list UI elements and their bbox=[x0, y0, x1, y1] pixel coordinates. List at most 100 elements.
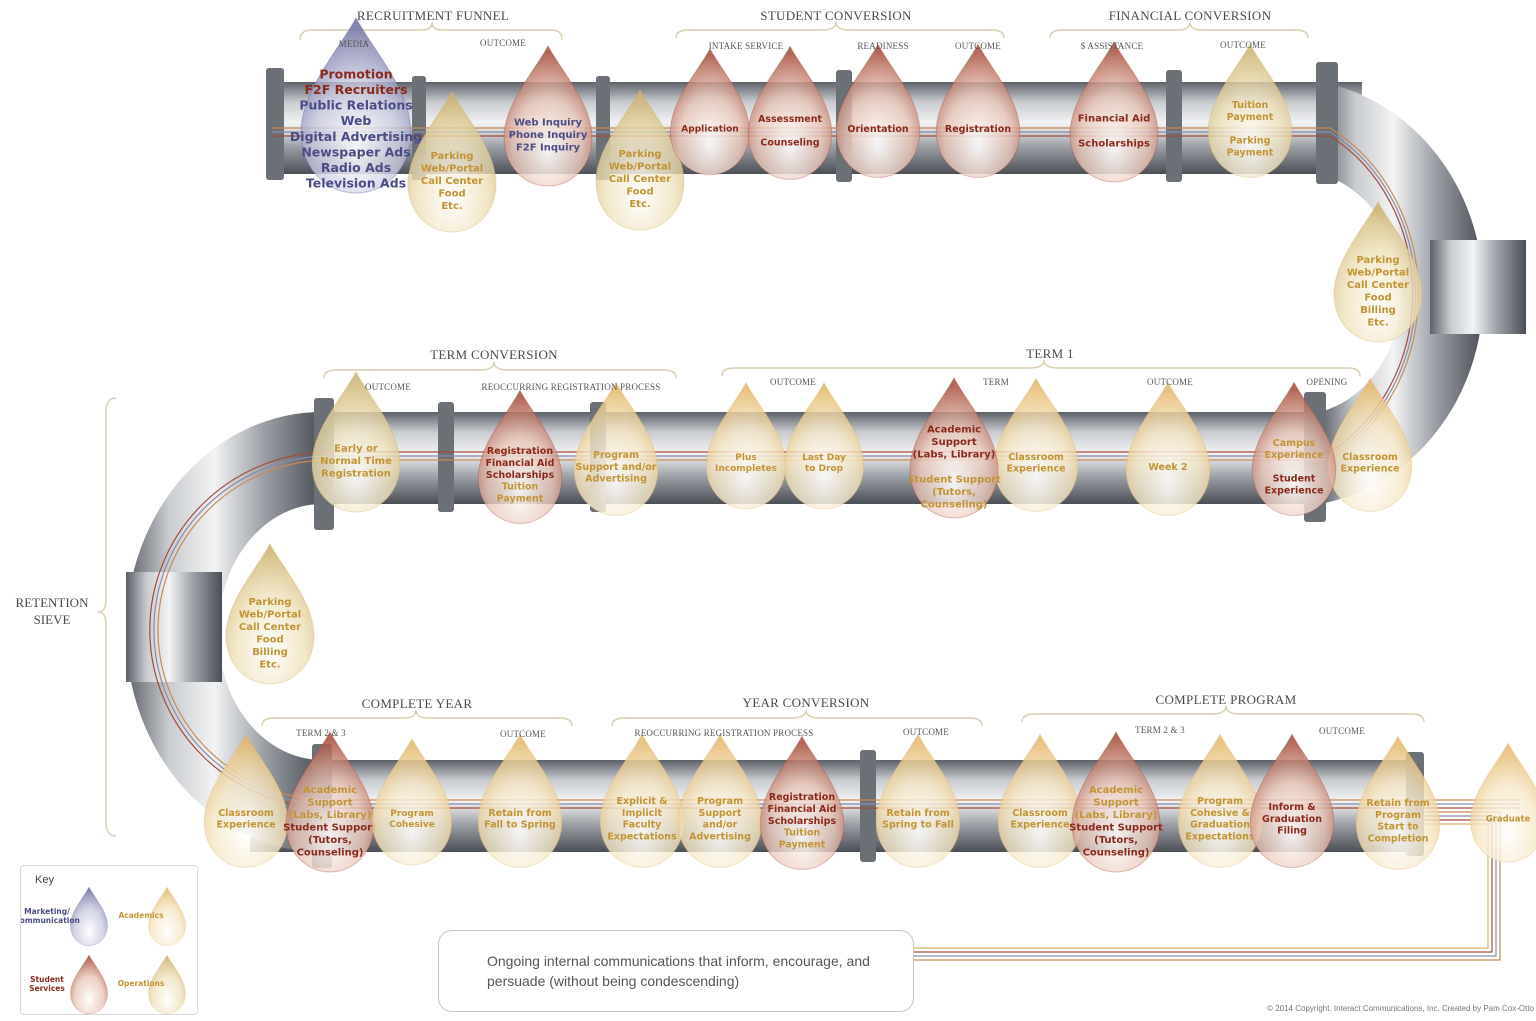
drop-label: Registration bbox=[321, 469, 391, 480]
section-complete-program: COMPLETE PROGRAM bbox=[1155, 692, 1297, 707]
drop-shape bbox=[1071, 730, 1161, 873]
drop-label: Graduation bbox=[1190, 820, 1250, 831]
drop-shape bbox=[1177, 733, 1263, 868]
drop-shape bbox=[759, 735, 845, 870]
drop-label: Program bbox=[390, 809, 434, 819]
label-intake-service: INTAKE SERVICE bbox=[708, 41, 784, 51]
drop-label: Billing bbox=[252, 647, 288, 658]
legend-drop-operations bbox=[148, 954, 186, 1014]
copyright: © 2014 Copyright. Interact Communication… bbox=[1267, 1004, 1534, 1013]
drop-label: Support and/or bbox=[576, 462, 657, 473]
drop-label: Normal Time bbox=[320, 456, 392, 467]
drop-label: Campus bbox=[1273, 438, 1316, 449]
drop-application: Application bbox=[669, 47, 751, 176]
drop-label: Graduation bbox=[1262, 814, 1322, 825]
drop-label: Public Relations bbox=[299, 98, 412, 113]
drop-label: Television Ads bbox=[306, 176, 406, 191]
section-year-conversion: YEAR CONVERSION bbox=[742, 695, 870, 710]
legend-label: Services bbox=[29, 984, 65, 993]
drop-label: Program bbox=[1375, 810, 1421, 821]
drop-label: Inform & bbox=[1268, 802, 1315, 813]
label-s-assistance: $ ASSISTANCE bbox=[1080, 41, 1144, 51]
drop-label: Program bbox=[593, 450, 639, 461]
drop-label: Classroom bbox=[1012, 808, 1068, 819]
drop-label: Program bbox=[1197, 796, 1243, 807]
drop-shape bbox=[1249, 733, 1335, 868]
drop-label: (Tutors, bbox=[1094, 835, 1138, 846]
drop-label: Registration bbox=[769, 792, 835, 803]
section-term-1: TERM 1 bbox=[1026, 346, 1074, 361]
drop-shape bbox=[997, 733, 1083, 868]
drop-label: Academic bbox=[1089, 785, 1143, 796]
drop-label: Experience bbox=[216, 820, 275, 831]
drop-label: Experience bbox=[1264, 486, 1323, 497]
drop-label: Call Center bbox=[609, 174, 671, 185]
drop-label: Completion bbox=[1368, 834, 1429, 845]
drop-label: Support bbox=[307, 797, 352, 808]
drop-label: Academic bbox=[303, 785, 357, 796]
drop-registration1: Registration bbox=[935, 43, 1021, 178]
drop-label: Parking bbox=[248, 597, 291, 608]
drop-shape bbox=[503, 44, 593, 187]
drop-shape bbox=[311, 370, 401, 513]
drop-label: Call Center bbox=[239, 622, 301, 633]
drop-label: Explicit & bbox=[617, 796, 668, 807]
drop-shape bbox=[203, 733, 289, 868]
drop-label: Radio Ads bbox=[321, 160, 391, 175]
label-term23-cy: TERM 2 & 3 bbox=[296, 728, 346, 738]
section-term-conversion: TERM CONVERSION bbox=[430, 347, 558, 362]
drop-orientation: Orientation bbox=[835, 43, 921, 178]
drop-label: Scholarships bbox=[486, 470, 555, 481]
drop-label: Phone Inquiry bbox=[509, 130, 588, 141]
drop-label: Application bbox=[681, 125, 738, 135]
drop-label: Tuition bbox=[502, 482, 539, 493]
section-financial-conversion: FINANCIAL CONVERSION bbox=[1108, 8, 1272, 23]
flow-lines bbox=[149, 127, 1520, 961]
drop-label: Tuition bbox=[784, 828, 821, 839]
drop-shape bbox=[407, 90, 497, 233]
drop-label: Support bbox=[931, 437, 976, 448]
drop-shape bbox=[1069, 40, 1159, 183]
drop-shape bbox=[875, 733, 961, 868]
drop-label: Start to bbox=[1377, 822, 1419, 833]
drop-label: Fall to Spring bbox=[484, 820, 556, 831]
drop-label: Spring to Fall bbox=[882, 820, 954, 831]
drop-label: Orientation bbox=[847, 124, 908, 135]
drop-label: Counseling) bbox=[921, 500, 988, 511]
drop-label: Academic bbox=[927, 425, 981, 436]
drop-label: Financial Aid bbox=[486, 458, 555, 469]
drop-label: F2F Recruiters bbox=[304, 82, 407, 97]
label-outcome-rf: OUTCOME bbox=[480, 38, 526, 48]
legend-key: Key Marketing/CommunicationAcademicsStud… bbox=[20, 865, 198, 1015]
drop-label: Early or bbox=[334, 444, 378, 455]
drop-shape bbox=[1333, 200, 1423, 343]
drop-shape bbox=[1251, 381, 1337, 516]
drop-label: (Tutors, bbox=[932, 487, 976, 498]
note-box: Ongoing internal communications that inf… bbox=[438, 930, 914, 1012]
drop-label: Incompletes bbox=[715, 464, 777, 474]
drop-label: Food bbox=[1364, 292, 1391, 303]
legend-svg: Marketing/CommunicationAcademicsStudentS… bbox=[21, 886, 186, 1014]
label-outcome-cy: OUTCOME bbox=[500, 729, 546, 739]
drop-label: Experience bbox=[1340, 464, 1399, 475]
label-media: MEDIA bbox=[338, 39, 370, 49]
label-reoccurring-yc: REOCCURRING REGISTRATION PROCESS bbox=[634, 728, 814, 738]
note-text: Ongoing internal communications that inf… bbox=[487, 953, 870, 989]
drop-label: Web/Portal bbox=[421, 164, 483, 175]
label-reoccurring-tc: REOCCURRING REGISTRATION PROCESS bbox=[481, 382, 661, 392]
label-opening: OPENING bbox=[1306, 377, 1348, 387]
